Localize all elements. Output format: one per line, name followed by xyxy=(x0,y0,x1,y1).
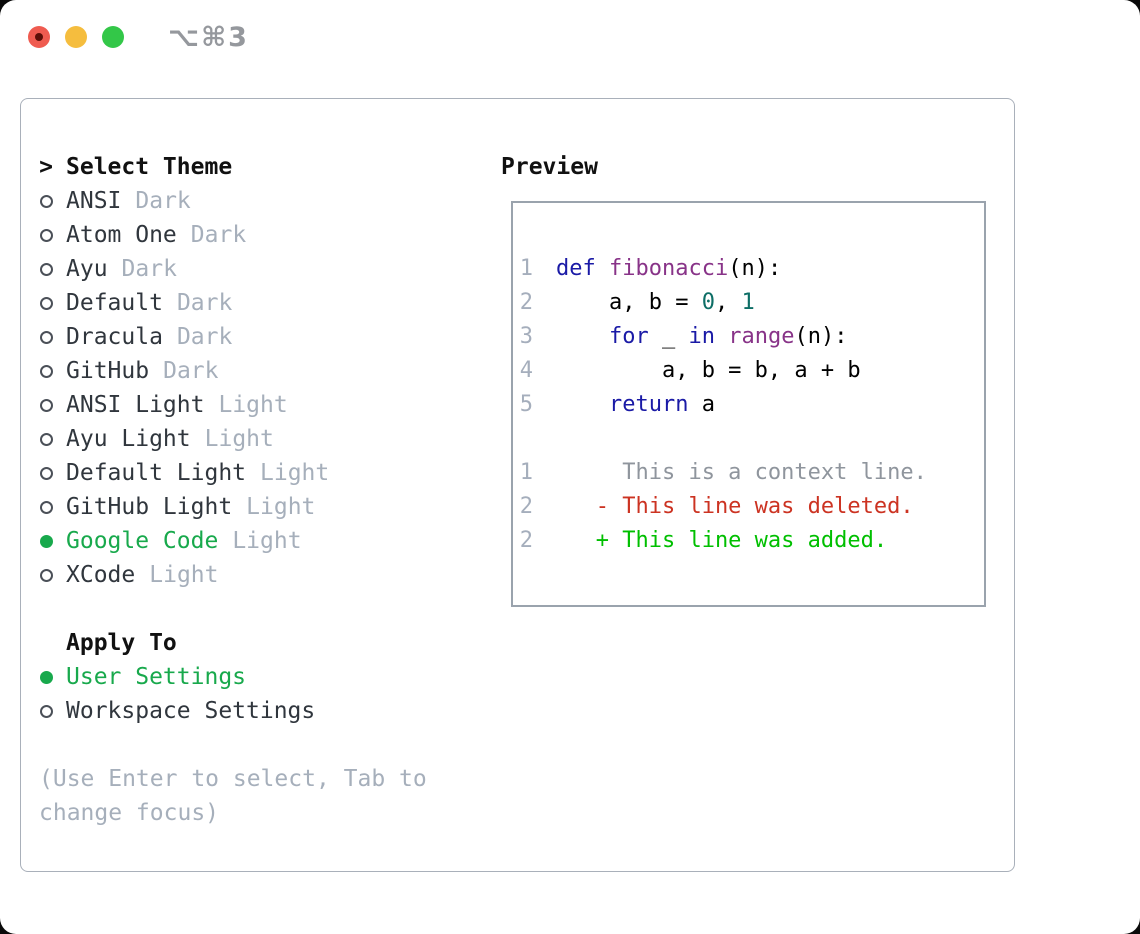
radio-icon xyxy=(39,500,53,514)
theme-variant: Dark xyxy=(176,290,233,316)
theme-variant: Dark xyxy=(176,324,233,350)
zoom-button[interactable] xyxy=(102,26,124,48)
code-line: 5 return a xyxy=(519,388,984,422)
theme-name: Dracula xyxy=(66,324,163,350)
line-number: 4 xyxy=(519,358,533,383)
line-number: 2 xyxy=(519,528,533,553)
theme-variant: Dark xyxy=(135,188,191,214)
cursor-icon: > xyxy=(39,154,53,180)
theme-name: GitHub Light xyxy=(66,494,233,520)
theme-picker-panel: > Select Theme ANSI Dark Atom One Dark A… xyxy=(20,98,1015,872)
theme-item-ansi-light[interactable]: ANSI Light Light xyxy=(39,388,489,422)
theme-name: ANSI xyxy=(66,188,122,214)
apply-option-label: User Settings xyxy=(66,664,247,690)
apply-to-header: Apply To xyxy=(39,626,489,660)
line-number: 1 xyxy=(519,460,533,485)
code-line: 3 for _ in range(n): xyxy=(519,320,984,354)
page-title: Select Theme xyxy=(66,154,233,180)
theme-name: GitHub xyxy=(66,358,150,384)
traffic-lights xyxy=(28,26,124,48)
radio-icon xyxy=(39,296,53,310)
line-number: 2 xyxy=(519,290,533,315)
line-number: 5 xyxy=(519,392,533,417)
close-button[interactable] xyxy=(28,26,50,48)
theme-item-google-code[interactable]: Google Code Light xyxy=(39,524,489,558)
theme-name: ANSI Light xyxy=(66,392,205,418)
theme-variant: Light xyxy=(149,562,219,588)
theme-item-atom-one-dark[interactable]: Atom One Dark xyxy=(39,218,489,252)
radio-selected-icon xyxy=(39,670,53,684)
apply-option-workspace-settings[interactable]: Workspace Settings xyxy=(39,694,489,728)
theme-item-default-light[interactable]: Default Light Light xyxy=(39,456,489,490)
theme-item-dracula-dark[interactable]: Dracula Dark xyxy=(39,320,489,354)
apply-to-title: Apply To xyxy=(66,630,177,656)
apply-option-user-settings[interactable]: User Settings xyxy=(39,660,489,694)
theme-item-xcode[interactable]: XCode Light xyxy=(39,558,489,592)
theme-variant: Light xyxy=(246,494,316,520)
blank-line xyxy=(519,422,984,456)
theme-name: Google Code xyxy=(66,528,219,554)
radio-icon xyxy=(39,704,53,718)
theme-variant: Dark xyxy=(190,222,247,248)
code-line xyxy=(519,218,984,252)
theme-variant: Light xyxy=(232,528,302,554)
line-number: 3 xyxy=(519,324,533,349)
radio-icon xyxy=(39,398,53,412)
radio-icon xyxy=(39,228,53,242)
radio-icon xyxy=(39,262,53,276)
theme-variant: Light xyxy=(204,426,274,452)
minimize-button[interactable] xyxy=(65,26,87,48)
diff-context-line: 1 This is a context line. xyxy=(519,456,984,490)
code-line: 2 a, b = 0, 1 xyxy=(519,286,984,320)
theme-name: Ayu xyxy=(66,256,108,282)
theme-item-ayu-dark[interactable]: Ayu Dark xyxy=(39,252,489,286)
preview-pane: 1 def fibonacci(n): 2 a, b = 0, 1 3 for … xyxy=(511,201,986,607)
theme-variant: Light xyxy=(218,392,288,418)
shortcut-label: ⌥⌘3 xyxy=(168,22,249,53)
theme-list: > Select Theme ANSI Dark Atom One Dark A… xyxy=(39,150,489,830)
diff-deleted-line: 2 - This line was deleted. xyxy=(519,490,984,524)
theme-variant: Light xyxy=(260,460,330,486)
theme-item-ansi-dark[interactable]: ANSI Dark xyxy=(39,184,489,218)
theme-variant: Dark xyxy=(121,256,177,282)
apply-to-section: Apply To User Settings Workspace Setting… xyxy=(39,626,489,728)
theme-name: Ayu Light xyxy=(66,426,191,452)
theme-item-github-light[interactable]: GitHub Light Light xyxy=(39,490,489,524)
apply-option-label: Workspace Settings xyxy=(66,698,316,724)
theme-name: Atom One xyxy=(66,222,177,248)
code-line: 4 a, b = b, a + b xyxy=(519,354,984,388)
line-number: 1 xyxy=(519,256,533,281)
theme-variant: Dark xyxy=(163,358,219,384)
theme-name: XCode xyxy=(66,562,136,588)
radio-icon xyxy=(39,432,53,446)
code-line: 1 def fibonacci(n): xyxy=(519,252,984,286)
radio-icon xyxy=(39,466,53,480)
theme-name: Default xyxy=(66,290,163,316)
preview-title: Preview xyxy=(501,154,598,180)
help-text: (Use Enter to select, Tab to change focu… xyxy=(39,766,427,826)
radio-icon xyxy=(39,568,53,582)
radio-selected-icon xyxy=(39,534,53,548)
theme-name: Default Light xyxy=(66,460,247,486)
titlebar: ⌥⌘3 xyxy=(0,0,1140,74)
theme-list-header: > Select Theme xyxy=(39,150,489,184)
radio-icon xyxy=(39,364,53,378)
diff-added-line: 2 + This line was added. xyxy=(519,524,984,558)
theme-item-github-dark[interactable]: GitHub Dark xyxy=(39,354,489,388)
theme-item-default-dark[interactable]: Default Dark xyxy=(39,286,489,320)
radio-icon xyxy=(39,330,53,344)
theme-item-ayu-light[interactable]: Ayu Light Light xyxy=(39,422,489,456)
radio-icon xyxy=(39,194,53,208)
line-number: 2 xyxy=(519,494,533,519)
